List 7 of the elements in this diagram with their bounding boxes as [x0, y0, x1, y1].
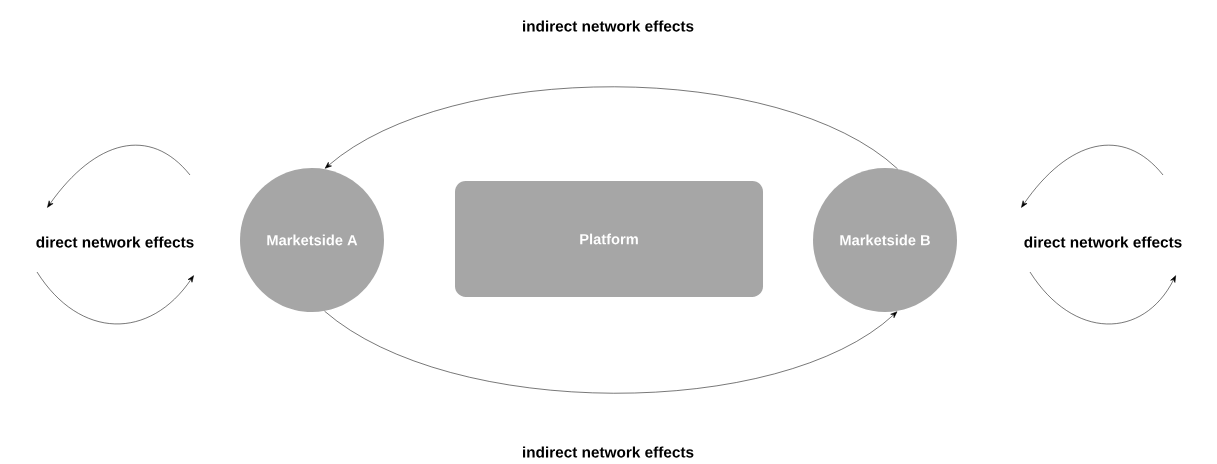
effect-label: direct network effects [1024, 236, 1182, 248]
effect-label: indirect network effects [523, 446, 694, 458]
effect-label: direct network effects [36, 236, 194, 248]
arrow [324, 86, 898, 170]
platform-box: Platform [455, 181, 763, 297]
effect-label: indirect network effects [523, 20, 694, 32]
arrow [324, 310, 898, 394]
